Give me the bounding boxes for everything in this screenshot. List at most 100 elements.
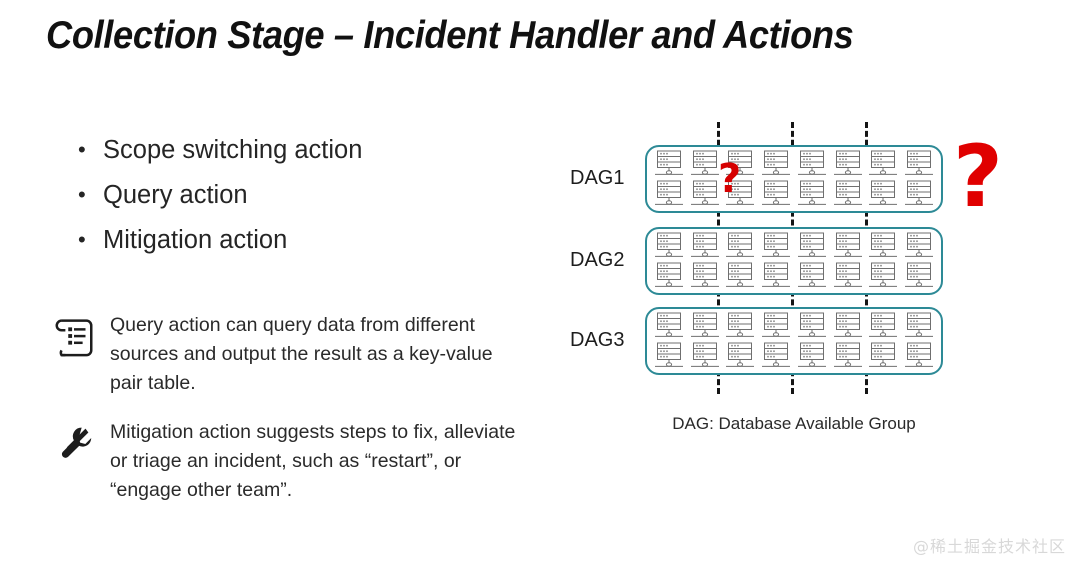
watermark: @稀土掘金技术社区 bbox=[912, 537, 1066, 556]
server-icon bbox=[797, 232, 827, 260]
server-column bbox=[654, 150, 684, 208]
dag-caption: DAG: Database Available Group bbox=[672, 414, 916, 433]
server-icon bbox=[761, 342, 791, 370]
dag-row-1: DAG1 bbox=[560, 145, 1020, 215]
server-icon bbox=[868, 150, 898, 178]
server-icon bbox=[797, 150, 827, 178]
server-icon bbox=[904, 312, 934, 340]
big-question-mark-icon: ? bbox=[953, 127, 1003, 227]
server-column bbox=[761, 150, 791, 208]
dag-row-2: DAG2 bbox=[560, 227, 1020, 297]
dag-label-1: DAG1 bbox=[570, 167, 625, 189]
bullet-label: Scope switching action bbox=[103, 136, 363, 164]
dag-diagram: DAG1 bbox=[560, 118, 1020, 448]
server-icon bbox=[725, 262, 755, 290]
server-icon bbox=[690, 150, 720, 178]
note-query-text: Query action can query data from differe… bbox=[110, 314, 493, 394]
server-icon bbox=[904, 180, 934, 208]
dag-box-1 bbox=[645, 145, 943, 213]
bullet-label: Query action bbox=[103, 181, 248, 209]
server-column bbox=[725, 312, 755, 370]
server-icon bbox=[654, 232, 684, 260]
action-bullet-list: Scope switching action Query action Miti… bbox=[78, 127, 363, 263]
server-icon bbox=[725, 312, 755, 340]
server-column bbox=[833, 312, 863, 370]
server-column bbox=[904, 150, 934, 208]
server-column bbox=[761, 312, 791, 370]
server-icon bbox=[833, 262, 863, 290]
server-icon bbox=[761, 232, 791, 260]
server-icon bbox=[833, 312, 863, 340]
server-icon bbox=[761, 262, 791, 290]
server-column bbox=[654, 232, 684, 290]
server-icon bbox=[725, 150, 755, 178]
dag-label-3: DAG3 bbox=[570, 329, 625, 351]
server-column bbox=[833, 150, 863, 208]
server-icon bbox=[761, 180, 791, 208]
dag-box-3 bbox=[645, 307, 943, 375]
server-icon bbox=[833, 342, 863, 370]
server-column bbox=[797, 312, 827, 370]
server-column bbox=[797, 232, 827, 290]
server-column bbox=[868, 232, 898, 290]
server-icon bbox=[868, 180, 898, 208]
server-column bbox=[797, 150, 827, 208]
tools-icon bbox=[46, 418, 102, 476]
server-column bbox=[904, 312, 934, 370]
server-icon bbox=[868, 262, 898, 290]
server-icon bbox=[797, 342, 827, 370]
server-column bbox=[761, 232, 791, 290]
server-icon bbox=[904, 150, 934, 178]
server-icon bbox=[833, 180, 863, 208]
server-column bbox=[868, 312, 898, 370]
dag-row-3: DAG3 bbox=[560, 307, 1020, 377]
server-icon bbox=[654, 262, 684, 290]
server-column bbox=[690, 312, 720, 370]
server-column bbox=[868, 150, 898, 208]
bullet-item-scope-switching: Scope switching action bbox=[78, 127, 363, 173]
server-icon bbox=[868, 342, 898, 370]
server-column bbox=[690, 150, 720, 208]
dag-box-2 bbox=[645, 227, 943, 295]
bullet-item-query: Query action bbox=[78, 172, 362, 218]
server-icon bbox=[761, 312, 791, 340]
server-column bbox=[904, 232, 934, 290]
server-icon bbox=[904, 342, 934, 370]
server-icon bbox=[725, 180, 755, 208]
server-icon bbox=[725, 342, 755, 370]
server-icon bbox=[904, 232, 934, 260]
server-icon bbox=[654, 312, 684, 340]
server-column bbox=[654, 312, 684, 370]
server-icon bbox=[868, 312, 898, 340]
server-icon bbox=[797, 180, 827, 208]
server-icon bbox=[833, 232, 863, 260]
dag-label-2: DAG2 bbox=[570, 249, 625, 271]
server-icon bbox=[725, 232, 755, 260]
server-icon bbox=[690, 312, 720, 340]
server-icon bbox=[904, 262, 934, 290]
server-icon bbox=[797, 312, 827, 340]
bullet-item-mitigation: Mitigation action bbox=[78, 217, 362, 263]
server-icon bbox=[761, 150, 791, 178]
server-column bbox=[690, 232, 720, 290]
page-title: Collection Stage – Incident Handler and … bbox=[46, 14, 854, 57]
server-column bbox=[725, 232, 755, 290]
left-content-column: Scope switching action Query action Miti… bbox=[0, 127, 560, 528]
server-icon bbox=[690, 180, 720, 208]
bullet-label: Mitigation action bbox=[103, 226, 288, 254]
note-mitigation-text: Mitigation action suggests steps to fix,… bbox=[110, 421, 516, 501]
server-column bbox=[725, 150, 755, 208]
server-icon bbox=[868, 232, 898, 260]
server-column bbox=[833, 232, 863, 290]
server-icon bbox=[690, 262, 720, 290]
server-icon bbox=[654, 180, 684, 208]
server-icon bbox=[654, 150, 684, 178]
note-mitigation-action: Mitigation action suggests steps to fix,… bbox=[46, 418, 546, 505]
note-query-action: Query action can query data from differe… bbox=[46, 311, 546, 398]
scroll-icon bbox=[46, 311, 102, 369]
server-icon bbox=[654, 342, 684, 370]
server-icon bbox=[797, 262, 827, 290]
server-icon bbox=[690, 232, 720, 260]
small-question-mark-icon: ? bbox=[718, 156, 742, 202]
server-icon bbox=[690, 342, 720, 370]
